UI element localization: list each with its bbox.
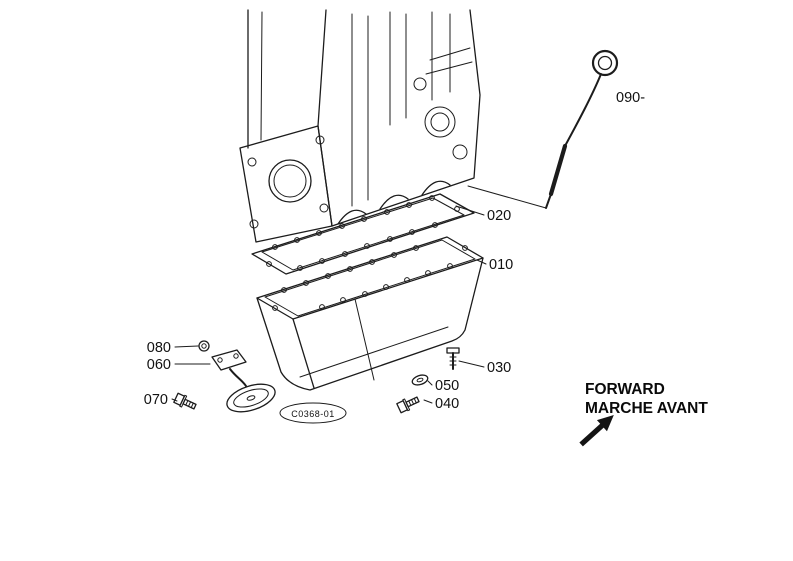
- washer-050: [411, 374, 429, 386]
- part-label-020: 020: [487, 208, 511, 224]
- pan-flange-bolt-holes: [272, 245, 468, 311]
- part-label-010: 010: [489, 257, 513, 273]
- leader-030: [458, 360, 485, 368]
- o-ring-080: [198, 340, 210, 352]
- pan-body-outline: [256, 257, 484, 391]
- strainer-screen: [226, 383, 276, 413]
- pan-front-corner-edge: [292, 318, 315, 389]
- strainer-flange: [211, 349, 247, 371]
- pan-rib-line: [354, 298, 375, 381]
- leader-010: [476, 259, 487, 265]
- engine-block: [239, 9, 547, 243]
- oil-pan: [256, 236, 484, 391]
- gasket-bolt-holes: [266, 195, 460, 271]
- dipstick-rod: [564, 73, 602, 147]
- part-label-060: 060: [147, 357, 171, 373]
- leader-050: [427, 380, 433, 386]
- figure-code-badge: C0368-01: [279, 402, 347, 424]
- oil-pan-gasket: [251, 193, 475, 275]
- leader-020: [455, 205, 485, 216]
- figure-code-oval: [279, 402, 347, 424]
- dipstick-guide-line: [467, 185, 547, 209]
- strainer-pipe: [229, 368, 247, 387]
- leader-080: [174, 345, 199, 348]
- oil-strainer: [211, 349, 276, 413]
- forward-label-en: FORWARD: [585, 381, 665, 398]
- pan-flange-inner: [264, 239, 476, 317]
- part-label-080: 080: [147, 340, 171, 356]
- bolt-070-shaft: [182, 398, 197, 410]
- crankcase-outline: [317, 9, 481, 227]
- forward-arrow: [579, 414, 614, 447]
- dipstick: [545, 49, 619, 209]
- bolt-040-shaft: [405, 396, 420, 408]
- dipstick-handle-loop: [591, 49, 619, 77]
- main-bearing-arcs: [337, 180, 451, 225]
- bell-housing-bolt-holes: [247, 135, 329, 229]
- part-label-050: 050: [435, 378, 459, 394]
- gasket-outer-edge: [251, 193, 475, 275]
- bolt-070: [173, 392, 197, 410]
- crankcase-detail-lines: [351, 11, 473, 207]
- flywheel-opening-circle: [268, 159, 312, 203]
- part-label-090: 090-: [616, 90, 645, 106]
- part-label-070: 070: [144, 392, 168, 408]
- forward-direction-note: FORWARD MARCHE AVANT: [579, 381, 708, 447]
- bolt-040: [396, 396, 420, 414]
- leader-040: [423, 399, 433, 404]
- leader-070: [171, 398, 178, 402]
- bolt-030-head: [446, 347, 460, 354]
- forward-label-fr: MARCHE AVANT: [585, 400, 708, 417]
- figure-code-text: C0368-01: [291, 409, 335, 419]
- dipstick-tube: [548, 143, 568, 197]
- pan-bottom-edge-line: [299, 326, 449, 378]
- part-label-030: 030: [487, 360, 511, 376]
- part-label-040: 040: [435, 396, 459, 412]
- bolt-030: [446, 347, 460, 370]
- cylinder-bore-circle: [424, 106, 456, 138]
- pan-flange-outer: [256, 236, 484, 320]
- gasket-inner-edge: [261, 197, 465, 271]
